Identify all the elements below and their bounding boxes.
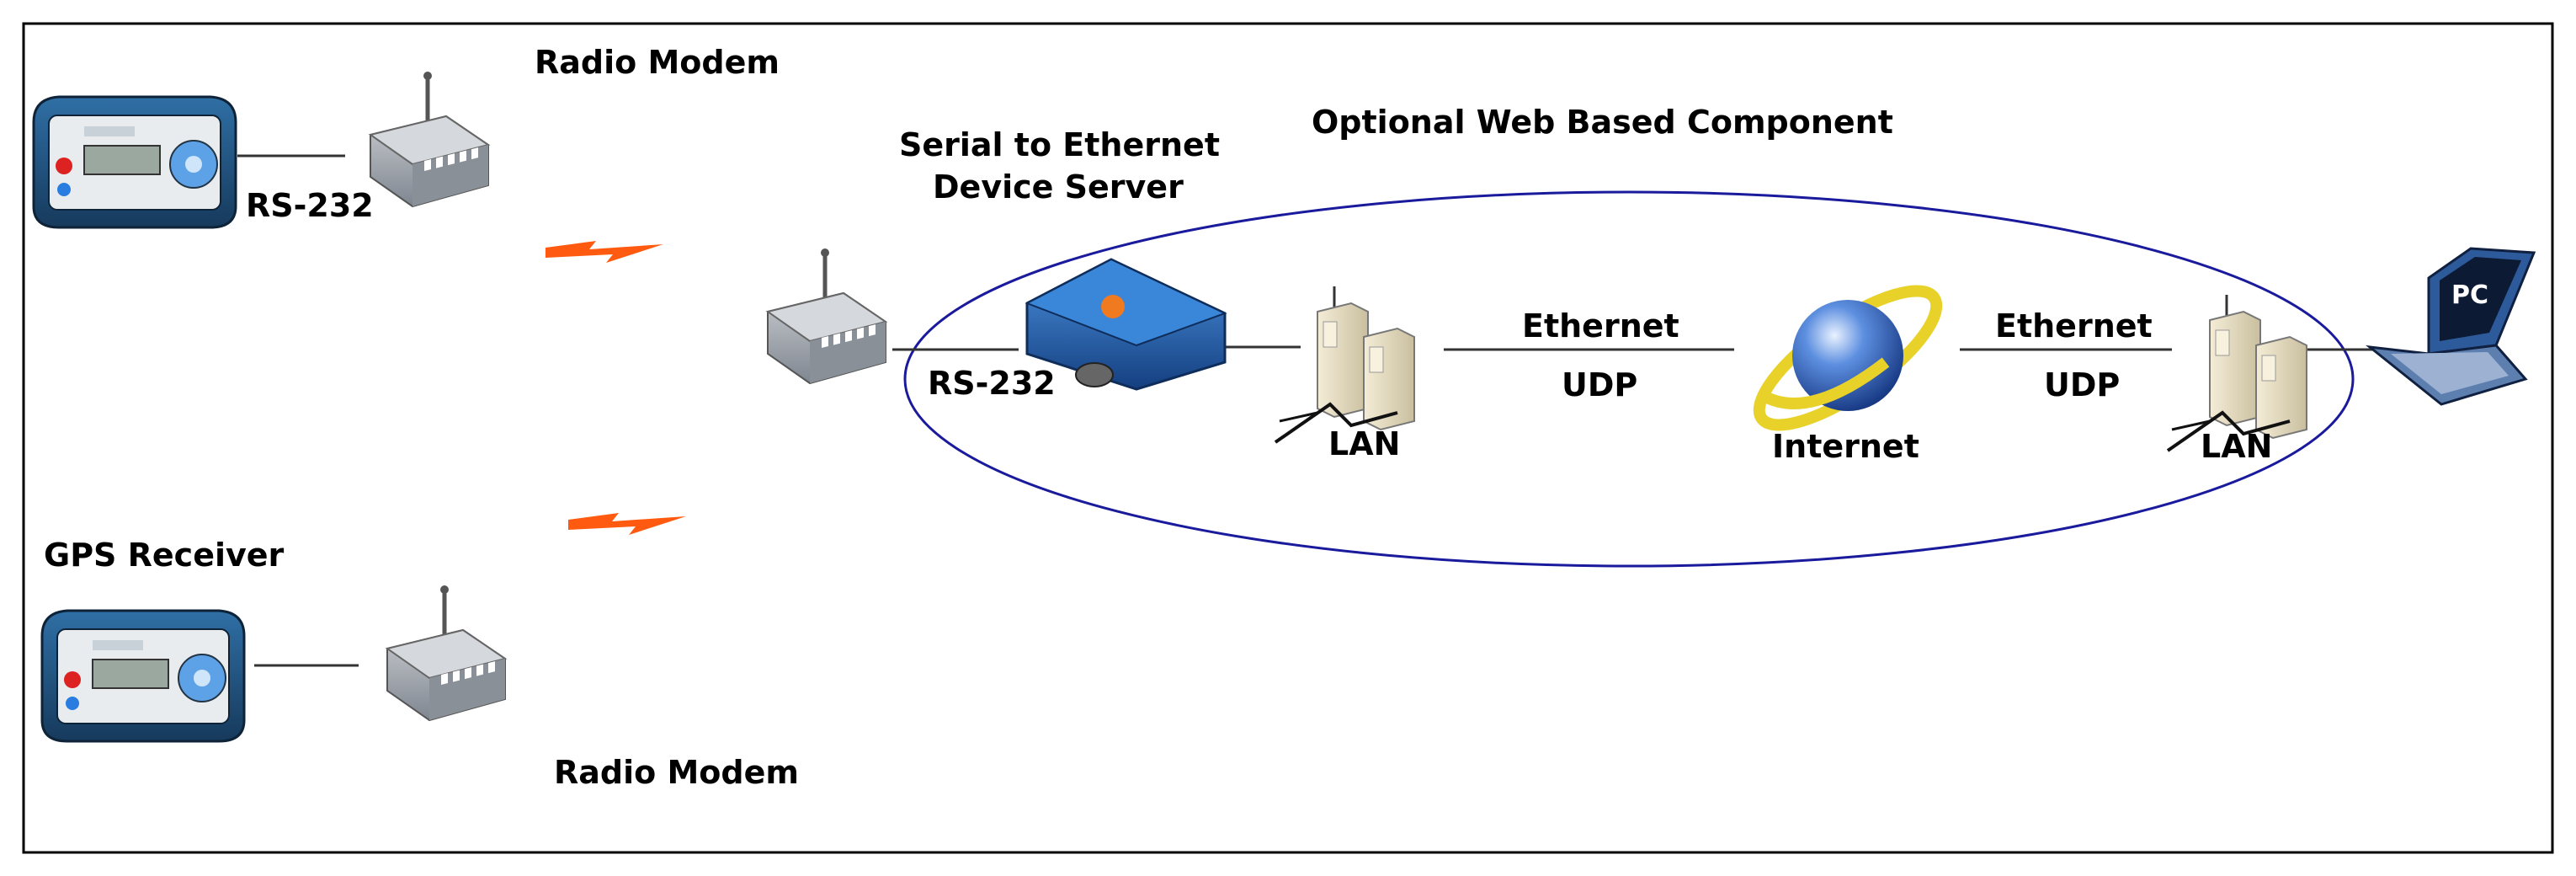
device-server-icon [1025,258,1227,391]
rs232-server-label: RS-232 [928,365,1056,402]
udp-left-label: UDP [1562,366,1637,403]
udp-right-label: UDP [2044,366,2120,403]
lan-right-label: LAN [2201,428,2272,465]
web-component-label: Optional Web Based Component [1312,104,1893,141]
pc-label: PC [2451,280,2488,310]
gps-receiver-icon [40,609,246,743]
laptop-icon: PC [2365,247,2536,406]
gps-receiver-icon [32,95,237,229]
serial-server-label-line2: Device Server [933,168,1184,206]
gps-receiver-label: GPS Receiver [44,537,285,574]
connection-lines [237,154,2382,667]
serial-server-label-line1: Serial to Ethernet [899,126,1220,163]
ethernet-right-label: Ethernet [1995,307,2153,345]
web-component-ellipse [903,190,2355,568]
globe-icon [1753,285,1943,431]
lan-left-label: LAN [1328,425,1400,462]
ethernet-left-label: Ethernet [1522,307,1679,345]
internet-label: Internet [1772,428,1919,465]
radio-modem-bottom-label: Radio Modem [554,754,799,791]
rs232-top-label: RS-232 [246,187,374,224]
radio-modem-top-label: Radio Modem [535,44,780,81]
